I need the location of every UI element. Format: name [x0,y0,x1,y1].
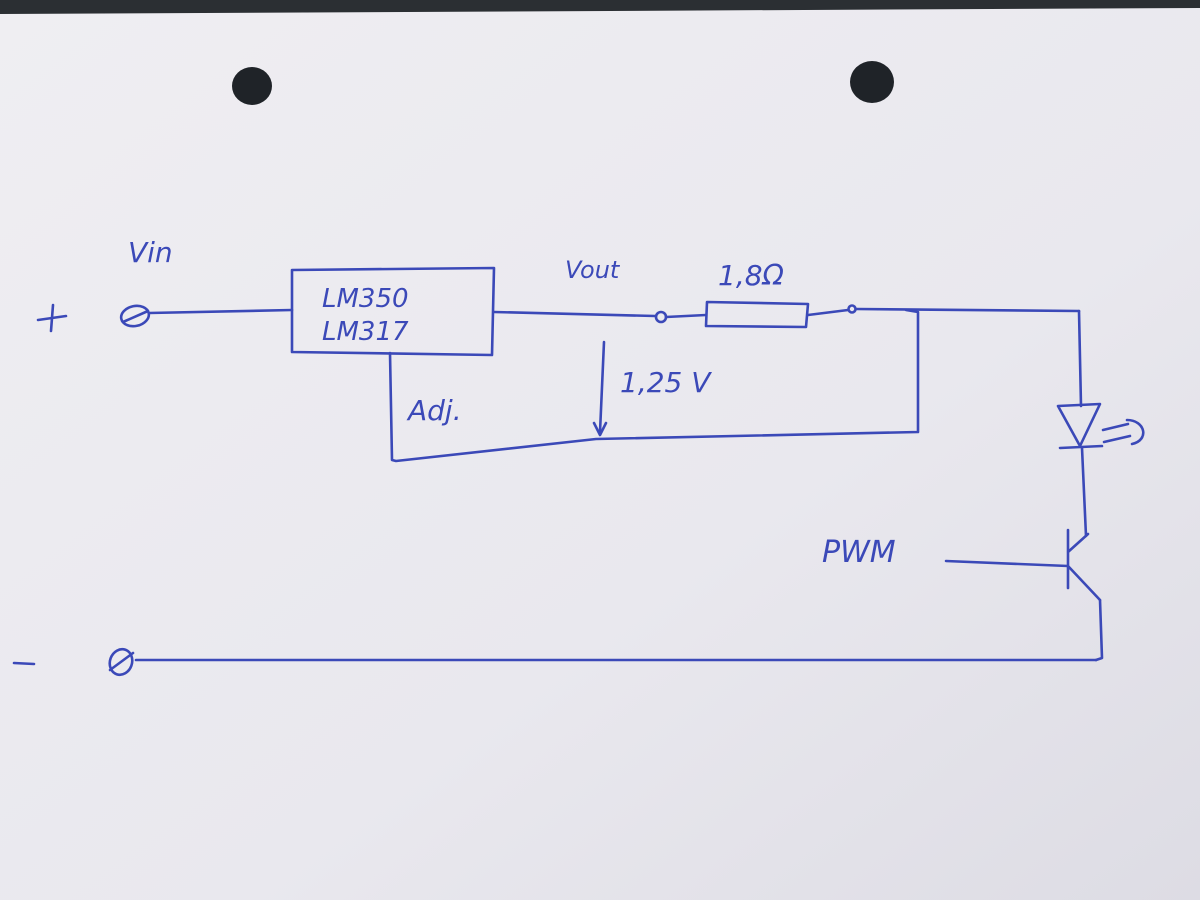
label-vout: Vout [565,256,621,284]
voltage-arrow [598,340,606,434]
label-pwm: PWM [822,535,896,570]
punch-hole-left [232,67,272,105]
wire-led-transistor [1080,446,1088,538]
led-icon [1056,402,1102,448]
wire-vin [147,308,294,315]
wire-pwm [944,559,1070,568]
wire-feedback [388,308,920,463]
resistor [704,300,810,329]
led-light-arrows [1101,418,1145,446]
regulator-box [290,266,496,357]
label-regulator-line1: LM350 [322,284,409,314]
label-resistor-value: 1,8Ω [718,259,785,292]
label-regulator-line2: LM317 [322,317,409,347]
label-adj: Adj. [406,394,462,427]
transistor-icon [1066,528,1102,602]
plus-sign [36,303,68,333]
label-vin: Vin [128,236,173,269]
paper-sheet [0,8,1200,900]
wire-right-upper [1077,309,1083,408]
label-voltage-drop: 1,25 V [620,366,712,399]
wire-top-right [854,307,1081,313]
ground-terminal [108,647,134,677]
minus-sign [12,661,36,666]
wire-right-lower [1094,598,1104,662]
punch-hole-right [850,61,894,103]
wire-vout [492,310,657,318]
